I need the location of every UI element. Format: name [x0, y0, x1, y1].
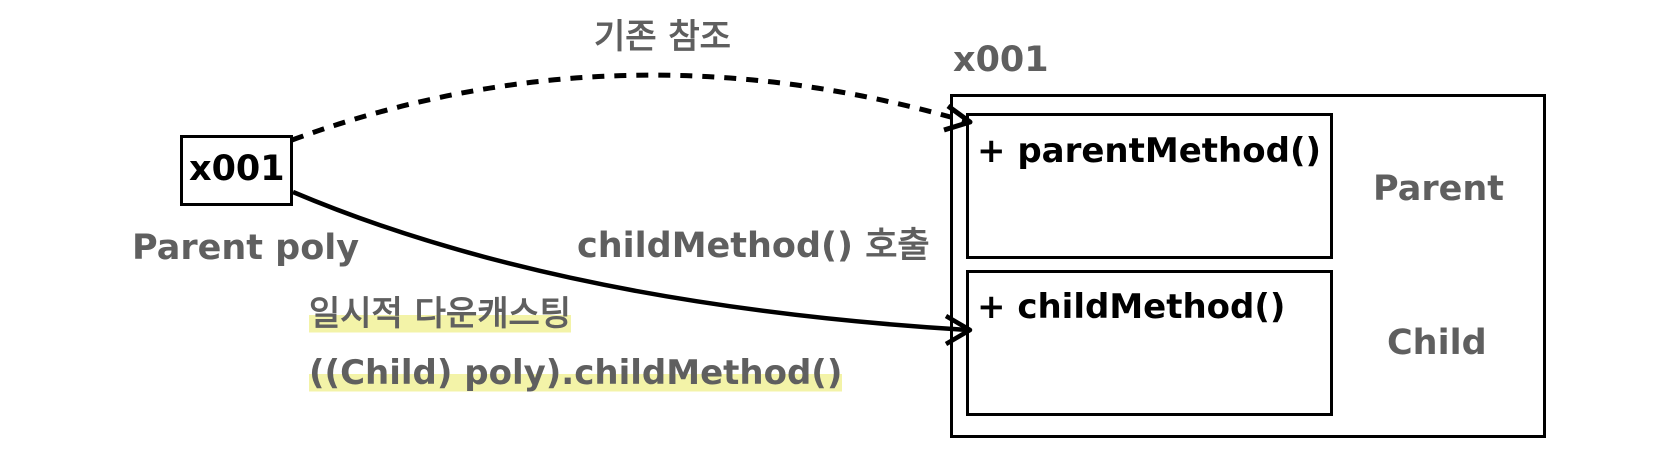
instance-address: x001 — [953, 40, 1049, 80]
child-method-label: + childMethod() — [977, 287, 1286, 327]
solid-call-arrow — [292, 189, 969, 333]
reference-box — [180, 135, 293, 206]
solid-arrow-head — [944, 314, 973, 346]
parent-method-box — [966, 113, 1333, 259]
downcast-note-line2: ((Child) poly).childMethod() — [309, 353, 843, 393]
instance-box — [950, 94, 1546, 438]
child-method-box — [966, 270, 1333, 416]
downcast-highlight: 일시적 다운캐스팅 — [309, 294, 572, 334]
parent-method-label: + parentMethod() — [977, 131, 1322, 171]
child-class-label: Child — [1387, 323, 1487, 363]
reference-box-label: x001 — [189, 149, 285, 189]
downcast-code-highlight: ((Child) poly).childMethod() — [309, 353, 843, 393]
variable-label: Parent poly — [132, 228, 360, 268]
dashed-arrow-label: 기존 참조 — [594, 17, 731, 57]
downcast-note-line1: 일시적 다운캐스팅 — [309, 294, 572, 334]
solid-arrow-label: childMethod() 호출 — [577, 226, 930, 266]
parent-class-label: Parent — [1373, 169, 1504, 209]
dashed-reference-arrow — [291, 72, 969, 143]
